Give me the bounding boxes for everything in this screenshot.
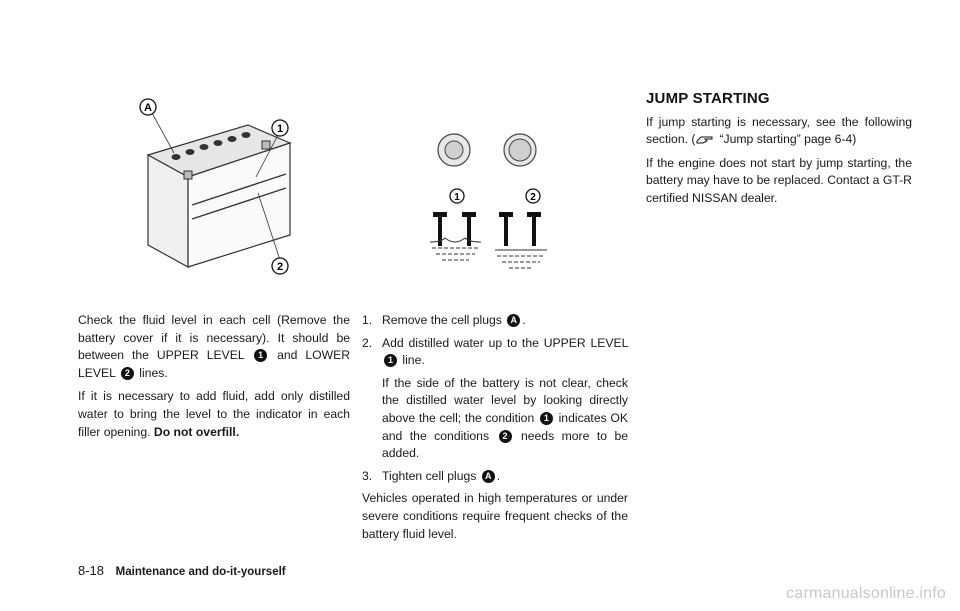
battery-side — [187, 142, 291, 268]
level-callout-2-ring — [525, 188, 541, 204]
step-2-detail-c: needs more to be added. — [382, 428, 629, 461]
callout-badge-1: 1 — [539, 411, 553, 425]
step-1: 1. Remove the cell plugs A. — [362, 312, 628, 330]
callout-a: A — [144, 102, 152, 114]
jump-start-paragraph: If jump starting is necessary, see the f… — [646, 114, 912, 149]
watermark: carmanualsonline.info — [786, 585, 946, 602]
overfill-warning: Do not overfill. — [153, 424, 240, 439]
step-3: 3. Tighten cell plugs A. — [362, 468, 628, 486]
plug-top-view-1 — [437, 133, 471, 167]
leader-a — [151, 112, 175, 154]
step-2-detail-b: indicates OK and the conditions — [382, 410, 628, 443]
callout-2: 2 — [277, 261, 283, 273]
callout-badge-a: A — [481, 469, 495, 483]
step-2: 2. Add distilled water up to the UPPER L… — [362, 335, 628, 370]
pointing-hand-icon — [696, 136, 713, 144]
water-surface-low — [495, 249, 547, 269]
battery-replace-paragraph: If the engine does not start by jump sta… — [646, 155, 912, 205]
fluid-level-illustration: 1 2 — [429, 133, 547, 269]
callout-2-ring — [271, 257, 289, 275]
plug-top-view-2 — [503, 133, 537, 167]
add-fluid-text: If it is necessary to add fluid, add onl… — [78, 389, 350, 439]
middle-column: 1. Remove the cell plugs A. 2. Add disti… — [362, 312, 628, 549]
callout-badge-2: 2 — [498, 429, 512, 443]
left-column: Check the fluid level in each cell (Remo… — [78, 312, 350, 447]
callout-badge-1: 1 — [254, 349, 268, 363]
high-temperature-note: Vehicles operated in high temperatures o… — [362, 491, 628, 541]
callout-badge-a: A — [507, 314, 521, 327]
step-1-period: . — [522, 313, 526, 327]
add-fluid-paragraph: If it is necessary to add fluid, add onl… — [78, 388, 350, 441]
jump-start-text: If jump starting is necessary, see the f… — [646, 114, 912, 147]
step-2-detail: If the side of the battery is not clear,… — [362, 375, 628, 463]
cell-plugs — [171, 132, 251, 160]
water-surface-ok — [429, 237, 482, 261]
terminal-negative — [183, 170, 193, 180]
level-callout-1: 1 — [454, 192, 460, 203]
step-2-text-end: line. — [402, 353, 425, 368]
fluid-check-text-b: and LOWER LEVEL — [78, 348, 351, 380]
section-title: Maintenance and do-it-yourself — [115, 566, 286, 578]
fluid-check-text-c: lines. — [139, 365, 168, 380]
fluid-check-text-a: Check the fluid level in each cell (Remo… — [78, 313, 350, 363]
level-callout-1-ring — [449, 188, 465, 204]
fluid-check-paragraph: Check the fluid level in each cell (Remo… — [78, 312, 350, 382]
upper-level-line — [191, 173, 287, 206]
lower-level-line — [191, 187, 287, 220]
leader-1 — [255, 134, 279, 178]
callout-1: 1 — [277, 123, 283, 135]
step-3-period: . — [496, 468, 501, 483]
callout-a-ring — [139, 98, 157, 116]
step-1-number: 1. — [362, 313, 373, 327]
step-1-text: Remove the cell plugs — [382, 313, 502, 327]
indicator-low — [499, 212, 541, 246]
callout-badge-2: 2 — [120, 366, 134, 380]
step-2-number: 2. — [362, 335, 373, 350]
level-callout-2: 2 — [530, 192, 536, 203]
step-3-number: 3. — [362, 468, 373, 483]
callout-1-ring — [271, 119, 289, 137]
callout-badge-1: 1 — [384, 354, 397, 368]
step-3-text: Tighten cell plugs — [382, 468, 477, 483]
page-number: 8-18 — [78, 563, 105, 578]
right-column: JUMP STARTING If jump starting is necess… — [646, 90, 912, 214]
terminal-positive — [261, 140, 271, 150]
indicator-ok — [433, 212, 476, 246]
step-2-text: Add distilled water up to the UPPER LEVE… — [382, 335, 628, 350]
leader-2 — [257, 192, 281, 261]
battery-illustration: A 1 2 — [139, 98, 292, 275]
jump-starting-heading: JUMP STARTING — [646, 90, 770, 107]
step-2-detail-a: If the side of the battery is not clear,… — [382, 375, 628, 425]
page-footer: 8-18 Maintenance and do-it-yourself — [78, 563, 286, 578]
jump-start-page-reference[interactable]: “Jump starting” page 6-4) — [719, 132, 857, 147]
